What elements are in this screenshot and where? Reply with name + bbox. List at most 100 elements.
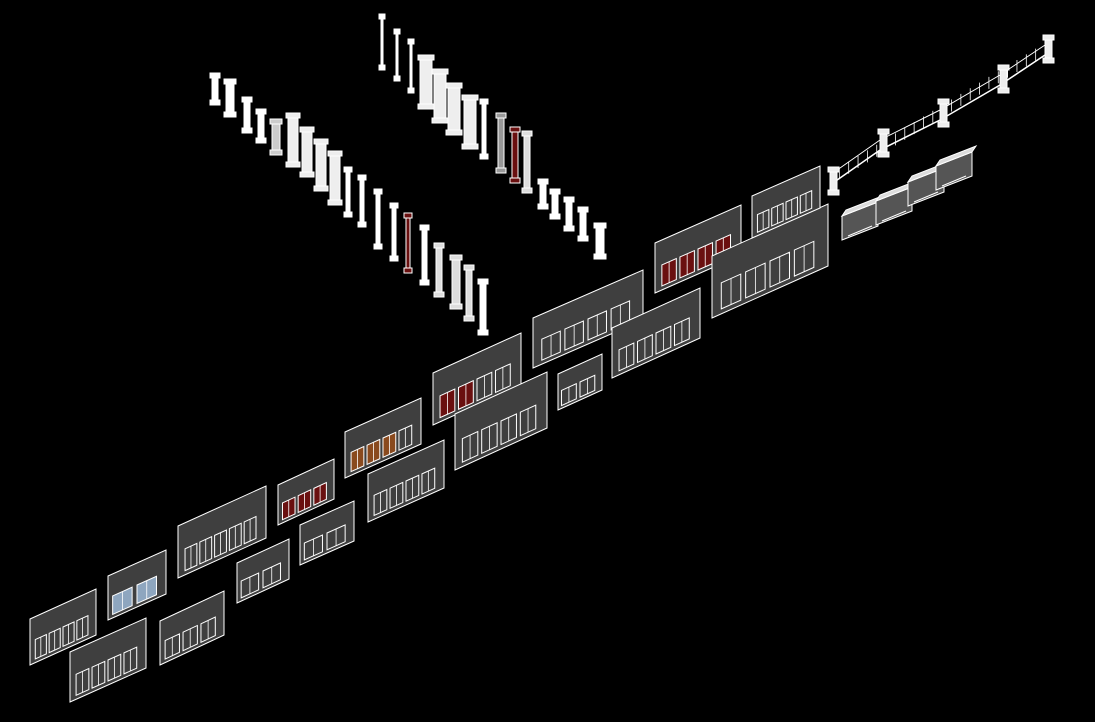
center-column-8[interactable] — [479, 98, 489, 160]
door-glyph[interactable] — [771, 202, 784, 227]
door-glyph[interactable] — [200, 616, 216, 644]
center-column-3[interactable] — [407, 38, 415, 94]
door-panel-7[interactable] — [277, 458, 335, 526]
door-panel-17[interactable] — [711, 203, 829, 319]
door-glyph[interactable] — [637, 333, 653, 364]
door-glyph[interactable] — [494, 363, 511, 394]
left-column-10[interactable] — [343, 166, 353, 218]
left-column-11[interactable] — [357, 174, 367, 228]
door-glyph[interactable] — [587, 310, 607, 341]
door-glyph[interactable] — [398, 424, 413, 451]
door-glyph[interactable] — [564, 320, 584, 351]
door-glyph[interactable] — [123, 646, 138, 675]
door-glyph[interactable] — [48, 627, 61, 654]
door-panel-15[interactable] — [611, 287, 701, 379]
door-panel-4[interactable] — [159, 590, 225, 666]
door-panel-5[interactable] — [177, 485, 267, 579]
door-glyph[interactable] — [228, 522, 242, 552]
left-column-16[interactable] — [433, 242, 445, 298]
left-column-12[interactable] — [373, 188, 383, 250]
door-glyph[interactable] — [164, 633, 180, 660]
door-glyph[interactable] — [373, 488, 388, 517]
left-column-7[interactable] — [299, 126, 315, 178]
door-panel-10[interactable] — [367, 439, 445, 523]
left-column-17[interactable] — [449, 254, 463, 310]
door-glyph[interactable] — [500, 413, 517, 446]
storefront-4[interactable] — [934, 144, 978, 191]
door-glyph[interactable] — [618, 342, 635, 372]
center-column-10[interactable] — [509, 126, 521, 184]
door-glyph[interactable] — [655, 325, 672, 355]
center-column-9[interactable] — [495, 112, 507, 174]
door-glyph[interactable] — [421, 467, 436, 495]
door-glyph[interactable] — [561, 382, 577, 407]
left-column-1[interactable] — [209, 72, 221, 106]
center-column-13[interactable] — [549, 188, 561, 220]
left-column-14[interactable] — [403, 212, 413, 274]
center-column-12[interactable] — [537, 178, 549, 210]
door-glyph[interactable] — [243, 515, 257, 545]
door-glyph[interactable] — [107, 653, 122, 682]
door-glyph[interactable] — [579, 374, 596, 398]
fence-post-5[interactable] — [1042, 34, 1055, 64]
center-column-2[interactable] — [393, 28, 401, 82]
door-glyph[interactable] — [184, 542, 198, 572]
door-glyph[interactable] — [76, 614, 89, 641]
left-column-2[interactable] — [223, 78, 237, 118]
center-column-11[interactable] — [521, 130, 533, 194]
door-glyph[interactable] — [262, 562, 281, 589]
left-column-5[interactable] — [269, 118, 283, 156]
door-glyph[interactable] — [62, 621, 75, 648]
door-glyph[interactable] — [75, 667, 90, 697]
door-panel-9[interactable] — [344, 397, 422, 479]
left-column-15[interactable] — [419, 224, 430, 286]
left-column-9[interactable] — [327, 150, 343, 206]
door-glyph[interactable] — [673, 317, 690, 347]
door-glyph[interactable] — [745, 262, 766, 299]
door-glyph[interactable] — [720, 273, 742, 310]
door-glyph[interactable] — [91, 660, 106, 689]
center-column-7[interactable] — [461, 94, 479, 150]
door-glyph[interactable] — [389, 481, 404, 510]
left-column-18[interactable] — [463, 264, 475, 322]
door-panel-6[interactable] — [236, 538, 290, 604]
door-glyph[interactable] — [793, 240, 815, 277]
door-glyph[interactable] — [785, 196, 798, 221]
door-glyph[interactable] — [481, 421, 498, 455]
door-panel-18[interactable] — [751, 165, 821, 239]
door-panel-2[interactable] — [69, 617, 147, 703]
door-glyph[interactable] — [476, 371, 493, 402]
center-column-4[interactable] — [417, 54, 435, 110]
left-column-3[interactable] — [241, 96, 253, 134]
door-panel-12[interactable] — [454, 371, 548, 471]
door-glyph[interactable] — [240, 572, 260, 599]
door-glyph[interactable] — [541, 330, 561, 361]
door-glyph[interactable] — [519, 404, 537, 437]
door-glyph[interactable] — [799, 189, 813, 215]
left-column-6[interactable] — [285, 112, 301, 168]
center-column-1[interactable] — [378, 13, 386, 71]
door-glyph[interactable] — [769, 251, 790, 288]
center-column-5[interactable] — [431, 68, 449, 124]
door-panel-3[interactable] — [107, 549, 167, 621]
door-glyph[interactable] — [199, 535, 213, 565]
door-panel-1[interactable] — [29, 588, 97, 666]
center-column-6[interactable] — [445, 82, 463, 136]
door-panel-8[interactable] — [299, 500, 355, 566]
fence-post-3[interactable] — [937, 98, 950, 128]
door-panel-13[interactable] — [532, 269, 644, 369]
door-glyph[interactable] — [182, 624, 198, 652]
left-column-4[interactable] — [255, 108, 267, 144]
center-column-15[interactable] — [577, 206, 589, 242]
left-column-8[interactable] — [313, 138, 329, 192]
door-glyph[interactable] — [34, 633, 47, 660]
door-glyph[interactable] — [303, 534, 323, 561]
center-column-14[interactable] — [563, 196, 575, 232]
left-column-13[interactable] — [389, 202, 399, 262]
door-glyph[interactable] — [756, 208, 770, 234]
door-glyph[interactable] — [405, 474, 420, 502]
door-glyph[interactable] — [326, 524, 346, 551]
door-glyph[interactable] — [214, 529, 227, 558]
